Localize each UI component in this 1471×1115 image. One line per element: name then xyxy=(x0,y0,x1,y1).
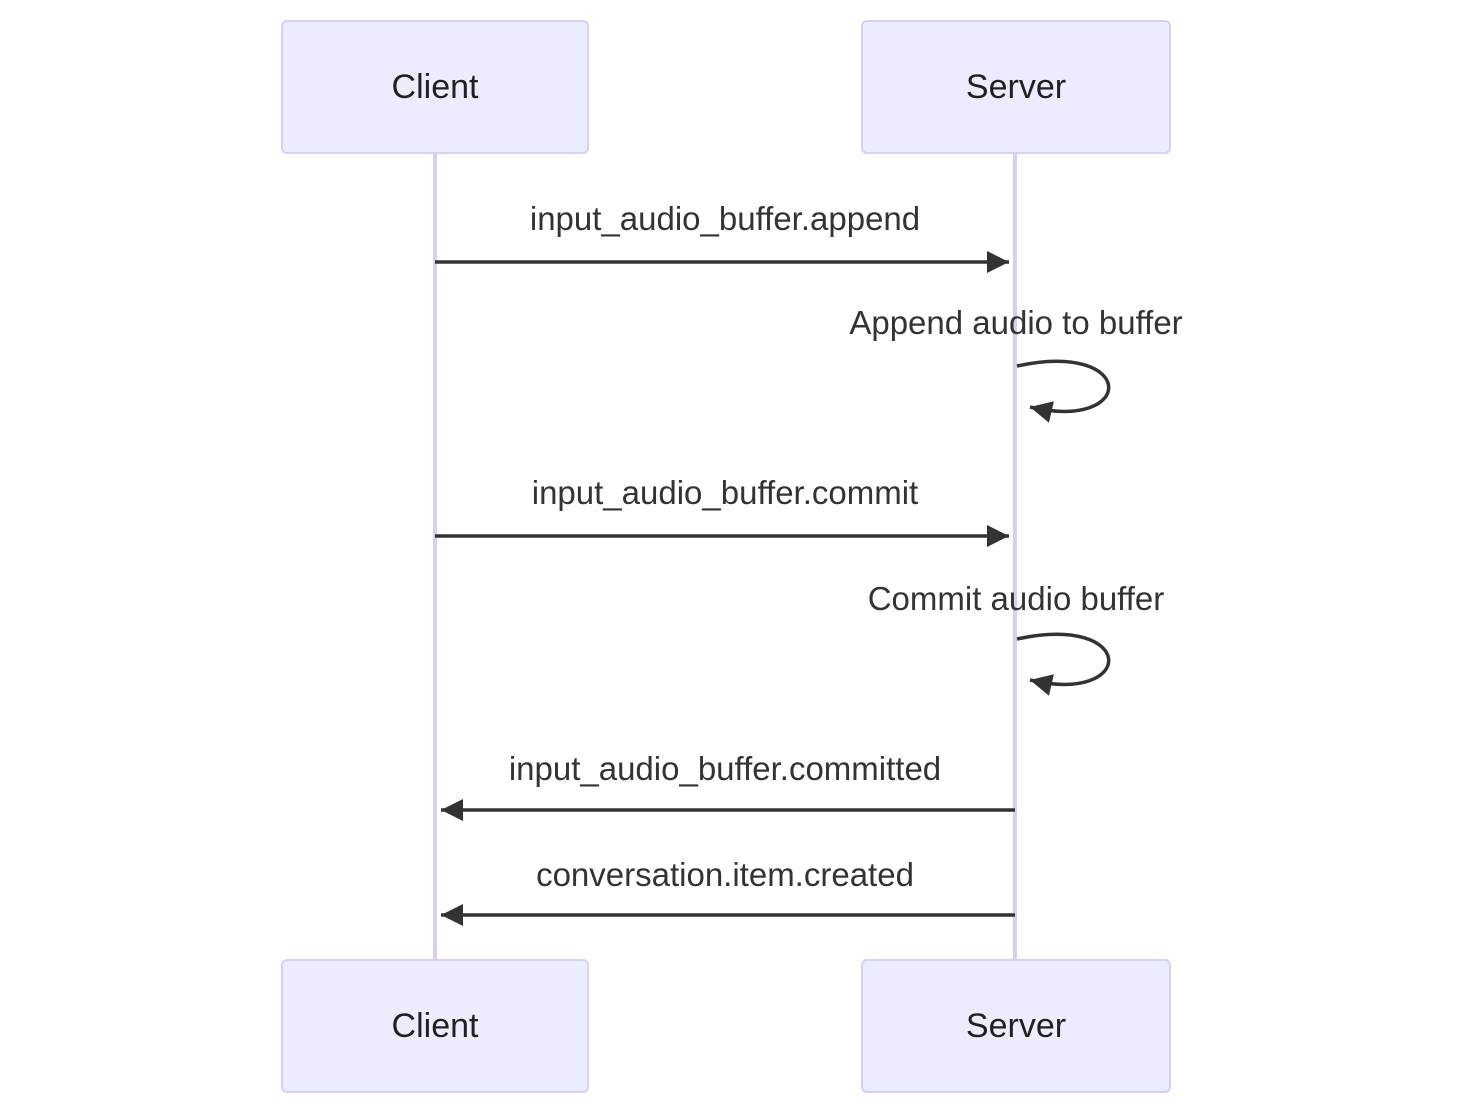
actor-client-bottom: Client xyxy=(281,959,589,1093)
lifeline-client xyxy=(433,154,437,960)
self-loop-arrow-commit xyxy=(1016,632,1111,696)
actor-server-bottom: Server xyxy=(861,959,1171,1093)
actor-client-top: Client xyxy=(281,20,589,154)
actor-client-top-label: Client xyxy=(391,67,479,106)
actor-server-top: Server xyxy=(861,20,1171,154)
message-label-committed: input_audio_buffer.committed xyxy=(508,750,942,787)
message-label-append: input_audio_buffer.append xyxy=(529,200,921,237)
lifeline-server xyxy=(1013,154,1017,960)
actor-server-bottom-label: Server xyxy=(965,1006,1067,1045)
message-label-commit: input_audio_buffer.commit xyxy=(531,474,919,511)
self-loop-label-commit: Commit audio buffer xyxy=(867,580,1165,617)
message-label-created: conversation.item.created xyxy=(536,856,914,893)
self-loop-arrow-append xyxy=(1016,359,1111,423)
actor-client-bottom-label: Client xyxy=(391,1006,479,1045)
self-loop-label-append: Append audio to buffer xyxy=(849,304,1183,341)
actor-server-top-label: Server xyxy=(965,67,1067,106)
